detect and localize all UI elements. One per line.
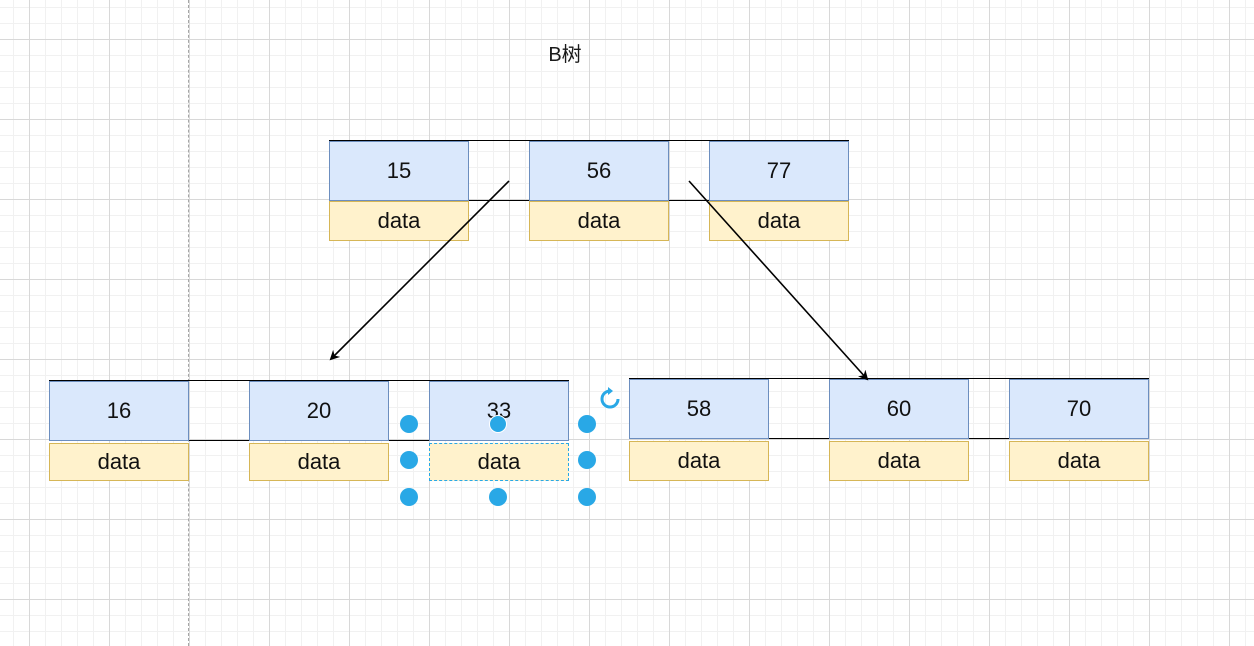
right-data-70[interactable]: data	[1009, 441, 1149, 481]
right-node-top-border	[629, 378, 1149, 379]
root-node-top-border	[329, 140, 849, 141]
resize-handle-icon[interactable]	[489, 488, 507, 506]
right-key-70[interactable]: 70	[1009, 379, 1149, 439]
left-node-top-border	[49, 380, 569, 381]
resize-handle-icon[interactable]	[578, 451, 596, 469]
root-key-56[interactable]: 56	[529, 141, 669, 201]
right-data-58[interactable]: data	[629, 441, 769, 481]
resize-handle-icon[interactable]	[578, 415, 596, 433]
rotate-icon[interactable]	[597, 386, 623, 412]
right-data-60[interactable]: data	[829, 441, 969, 481]
right-key-60[interactable]: 60	[829, 379, 969, 439]
resize-handle-icon[interactable]	[578, 488, 596, 506]
root-data-56[interactable]: data	[529, 201, 669, 241]
left-data-20[interactable]: data	[249, 443, 389, 481]
resize-handle-icon[interactable]	[400, 451, 418, 469]
edge-root-to-left-child[interactable]	[329, 180, 510, 361]
left-data-33-selected[interactable]: data	[429, 443, 569, 481]
left-key-20[interactable]: 20	[249, 381, 389, 441]
root-key-77[interactable]: 77	[709, 141, 849, 201]
left-key-16[interactable]: 16	[49, 381, 189, 441]
root-data-15[interactable]: data	[329, 201, 469, 241]
root-key-15[interactable]: 15	[329, 141, 469, 201]
resize-handle-icon[interactable]	[400, 488, 418, 506]
resize-handle-icon[interactable]	[400, 415, 418, 433]
diagram-title[interactable]: B树	[548, 44, 582, 66]
resize-handle-icon[interactable]	[489, 415, 507, 433]
left-data-16[interactable]: data	[49, 443, 189, 481]
root-data-77[interactable]: data	[709, 201, 849, 241]
right-key-58[interactable]: 58	[629, 379, 769, 439]
edge-root-to-right-child[interactable]	[688, 180, 869, 381]
page-boundary-guide	[188, 0, 189, 646]
